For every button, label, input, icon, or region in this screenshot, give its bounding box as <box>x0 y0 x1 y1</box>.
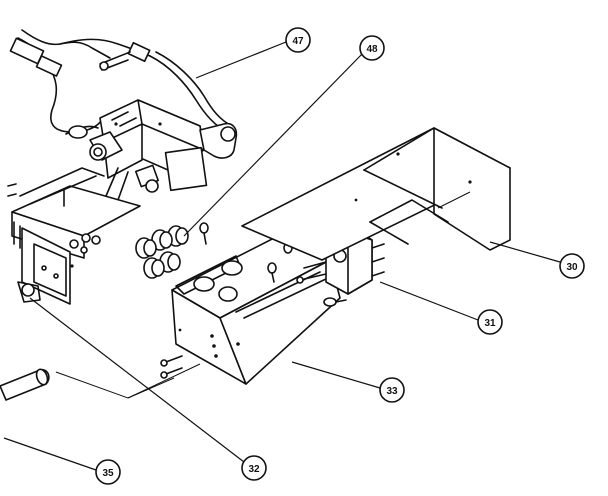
callout-47: 47 <box>285 27 311 53</box>
wire-harness <box>9 29 233 139</box>
svg-text:31: 31 <box>484 318 496 329</box>
callout-31: 31 <box>477 309 503 335</box>
bulkhead-fittings <box>135 222 209 279</box>
manifold-bracket <box>7 167 141 305</box>
svg-text:33: 33 <box>386 386 398 397</box>
svg-text:32: 32 <box>248 464 260 475</box>
callout-33: 33 <box>379 377 405 403</box>
leader-lines <box>3 41 561 471</box>
gas-valve-assembly <box>89 99 238 201</box>
callout-32: 32 <box>241 455 267 481</box>
cover-part <box>241 127 511 261</box>
svg-text:47: 47 <box>292 36 304 47</box>
callout-48: 48 <box>359 35 385 61</box>
tube-part <box>0 363 201 401</box>
svg-text:48: 48 <box>366 44 378 55</box>
callout-35: 35 <box>95 459 121 485</box>
callout-30: 30 <box>559 253 585 279</box>
svg-text:35: 35 <box>102 468 114 479</box>
svg-text:30: 30 <box>566 262 578 273</box>
open-box-part <box>160 233 341 385</box>
